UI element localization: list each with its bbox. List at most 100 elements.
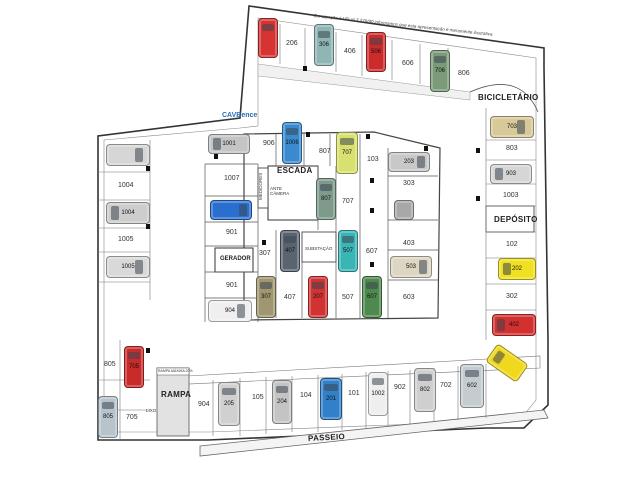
space-101: 101 [348,390,360,397]
space-901: 901 [226,229,238,236]
substacao-room [301,231,337,263]
space-902: 902 [394,384,406,391]
space-1005: 1005 [118,236,134,243]
car-white-1002: 1002 [368,372,388,416]
label-rampa: RAMPA [161,390,192,399]
space-507b: 507 [342,294,354,301]
space-702: 702 [440,382,452,389]
space-403: 403 [403,240,415,247]
bay-marker [146,348,150,353]
space-603: 603 [403,294,415,301]
space-805: 805 [104,361,116,368]
car-green-706: 706 [430,50,450,92]
label-escada: ESCADA [277,166,313,175]
bay-marker [476,196,480,201]
car-red-402: 402 [492,314,536,336]
space-705: 705 [126,414,138,421]
space-1004: 1004 [118,182,134,189]
space-406: 406 [344,48,356,55]
space-104: 104 [300,392,312,399]
space-103: 103 [367,156,379,163]
car-red-506: 506 [366,32,386,72]
bay-marker [262,240,266,245]
car-teal-306: 306 [314,24,334,66]
label-medidores: MEDIDORES [258,172,263,200]
label-substacao: SUBSTAÇÃO [305,246,333,251]
car-red-206 [258,18,278,58]
space-1007: 1007 [224,175,240,182]
space-607: 607 [366,248,378,255]
brand-logo-text: CAVBence [222,112,258,119]
bay-marker [366,134,370,139]
car-beige-503: 503 [390,256,432,278]
car-grey-903: 903 [490,164,532,184]
bay-marker [306,132,310,137]
space-904: 904 [198,401,210,408]
label-passeio: PASSEIO [307,432,346,443]
car-grey-1004: 1004 [106,202,150,224]
bay-marker [214,154,218,159]
car-grey-nw [106,144,150,166]
bay-marker [370,178,374,183]
car-yellow-202: 202 [498,258,536,280]
bay-marker [476,148,480,153]
car-grey-205: 205 [218,382,240,426]
stall-lines [204,134,438,322]
bay-marker [146,166,150,171]
car-grey-204: 204 [272,380,292,424]
bay-marker [424,146,428,151]
car-teal-507: 507 [338,230,358,272]
space-302: 302 [506,293,518,300]
car-grey-1001: 1001 [208,134,250,154]
label-ante-camera: ANTE CÂMERA [270,186,290,196]
space-803: 803 [506,145,518,152]
space-1003: 1003 [503,192,519,199]
ramp-sign-box [156,367,190,376]
space-303: 303 [403,180,415,187]
space-307: 307 [259,250,271,257]
space-102: 102 [506,241,518,248]
entry-road [257,63,471,101]
passeio-strip [199,409,549,457]
label-gerador: GERADOR [220,256,251,262]
car-blue-907 [210,200,252,220]
car-red-207: 207 [308,276,328,318]
car-slate-407: 407 [280,230,300,272]
car-blue-201: 201 [320,378,342,420]
space-105: 105 [252,394,264,401]
car-grey-805: 805 [98,396,118,438]
car-beige-703: 703 [490,116,534,138]
bay-marker [370,208,374,213]
car-grey-802: 802 [414,368,436,412]
car-grey-1005: 1005 [106,256,150,278]
bay-marker [303,66,307,71]
car-olive-307: 307 [256,276,276,318]
car-yellow-707: 707 [336,132,358,174]
bay-marker [370,262,374,267]
car-grey-203: 203 [388,152,430,172]
deposito-room [485,205,535,233]
label-deposito: DEPÓSITO [494,215,538,224]
label-bicicletario: BICICLETÁRIO [478,93,539,102]
space-807: 807 [319,148,331,155]
label-lixo: LIXO [146,408,157,413]
bay-marker [146,224,150,229]
car-white-904: 904 [208,300,252,322]
ramp-area [156,367,190,437]
label-rampa-sign: RAMPA MÁXIMA 20% [158,369,193,373]
car-grey-bay [394,200,414,220]
space-906: 906 [263,140,275,147]
car-blue-1006: 1006 [282,122,302,164]
bike-rack-arc [469,84,539,113]
car-grey-602: 602 [460,364,484,408]
car-green-607: 607 [362,276,382,318]
space-606: 606 [402,60,414,67]
space-206: 206 [286,40,298,47]
space-407b: 407 [284,294,296,301]
space-707: 707 [342,198,354,205]
car-green-807: 807 [316,178,336,220]
space-901b: 901 [226,282,238,289]
car-red-705: 705 [124,346,144,388]
space-806: 806 [458,70,470,77]
